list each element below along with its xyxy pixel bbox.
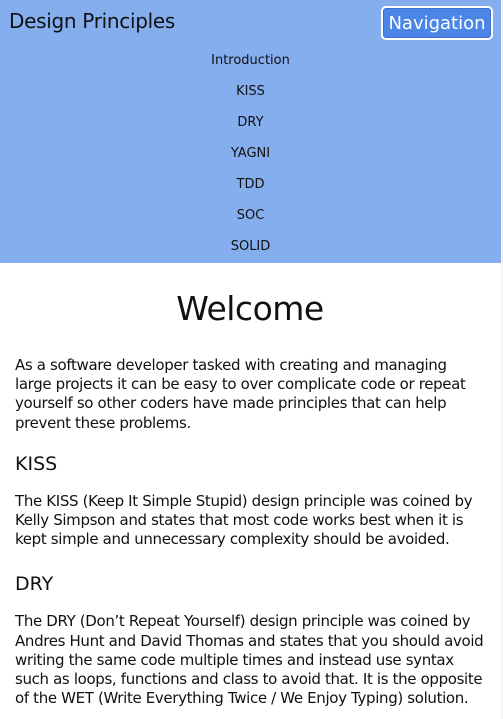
- nav-link-tdd[interactable]: TDD: [236, 177, 265, 192]
- nav-menu: Introduction KISS DRY YAGNI TDD SOC SOLI…: [0, 52, 501, 269]
- section-heading-kiss: KISS: [15, 452, 58, 475]
- nav-item-soc: SOC: [0, 207, 501, 238]
- site-title: Design Principles: [9, 9, 176, 33]
- nav-item-kiss: KISS: [0, 83, 501, 114]
- nav-link-yagni[interactable]: YAGNI: [230, 146, 271, 161]
- intro-paragraph: As a software developer tasked with crea…: [15, 356, 466, 432]
- nav-item-solid: SOLID: [0, 238, 501, 269]
- nav-item-introduction: Introduction: [0, 52, 501, 83]
- section-heading-dry: DRY: [15, 573, 54, 596]
- nav-link-kiss[interactable]: KISS: [236, 84, 265, 99]
- main-content: Welcome As a software developer tasked w…: [15, 263, 485, 708]
- page-title: Welcome: [176, 289, 324, 328]
- site-header: Design Principles Navigation Introductio…: [0, 0, 501, 263]
- nav-item-yagni: YAGNI: [0, 145, 501, 176]
- navigation-toggle-button[interactable]: Navigation: [381, 6, 493, 40]
- nav-link-soc[interactable]: SOC: [236, 208, 265, 223]
- nav-item-tdd: TDD: [0, 176, 501, 207]
- nav-link-dry[interactable]: DRY: [237, 115, 264, 130]
- section-text-dry: The DRY (Don’t Repeat Yourself) design p…: [15, 612, 484, 708]
- nav-link-solid[interactable]: SOLID: [230, 239, 271, 254]
- nav-item-dry: DRY: [0, 114, 501, 145]
- page-scrollbar[interactable]: [501, 0, 503, 719]
- nav-link-introduction[interactable]: Introduction: [211, 53, 290, 68]
- section-text-kiss: The KISS (Keep It Simple Stupid) design …: [15, 491, 473, 549]
